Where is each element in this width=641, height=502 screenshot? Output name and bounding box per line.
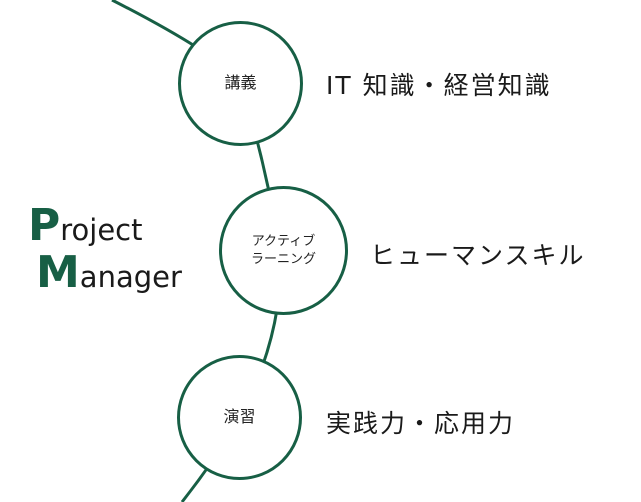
- step-label-practice: 演習: [223, 407, 256, 427]
- title-rest-project: roject: [60, 213, 143, 247]
- step-node-lecture: 講義: [178, 21, 303, 146]
- step-node-practice: 演習: [177, 355, 302, 480]
- outcome-active-learning: ヒューマンスキル: [370, 241, 586, 270]
- title-initial-m: M: [36, 247, 80, 298]
- step-node-active-learning: アクティブ ラーニング: [219, 186, 348, 315]
- outcome-practice: 実践力・応用力: [326, 409, 516, 438]
- title-initial-p: P: [28, 200, 61, 251]
- step-label-lecture: 講義: [224, 73, 257, 93]
- outcome-lecture: IT 知識・経営知識: [326, 71, 552, 100]
- title-line-manager: Manager: [28, 247, 182, 298]
- step-label-active-learning: アクティブ ラーニング: [250, 233, 316, 267]
- project-manager-title: Project Manager: [28, 200, 182, 298]
- title-rest-manager: anager: [79, 260, 182, 294]
- title-line-project: Project: [28, 200, 182, 251]
